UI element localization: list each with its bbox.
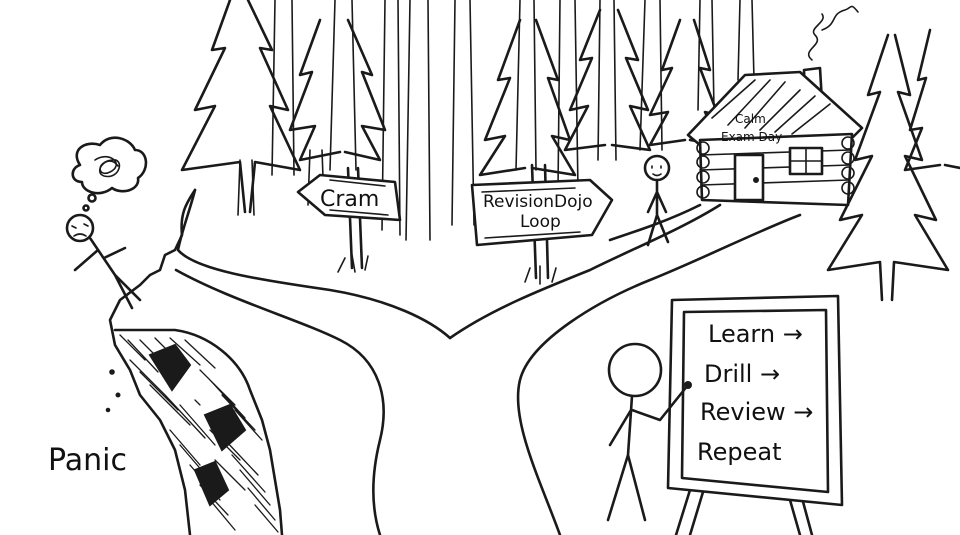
- revisiondojo-sign-line2: Loop: [520, 212, 561, 232]
- board-step-2: Drill →: [704, 360, 780, 388]
- board-step-4: Repeat: [697, 438, 781, 466]
- board-step-1: Learn →: [708, 320, 803, 348]
- revisiondojo-signpost: RevisionDojo Loop: [470, 163, 614, 285]
- cliff-edge: [105, 188, 284, 535]
- teacher-stick-figure: [606, 342, 692, 522]
- easel-board: Learn → Drill → Review → Repeat: [666, 294, 844, 535]
- cabin-sign-line1: Calm: [735, 112, 766, 126]
- forest-background: [180, 0, 960, 302]
- cram-signpost: Cram: [296, 166, 402, 273]
- board-step-3: Review →: [700, 398, 813, 426]
- walking-stick-figure: [643, 154, 671, 247]
- panic-stick-figure: [65, 136, 148, 310]
- revisiondojo-sign-line1: RevisionDojo: [483, 192, 593, 212]
- thought-bubble: [71, 136, 148, 212]
- cram-sign-label: Cram: [320, 187, 379, 212]
- cabin: Calm Exam Day: [686, 5, 864, 207]
- panic-label: Panic: [48, 443, 127, 478]
- cabin-sign-line2: Exam Day: [721, 130, 782, 144]
